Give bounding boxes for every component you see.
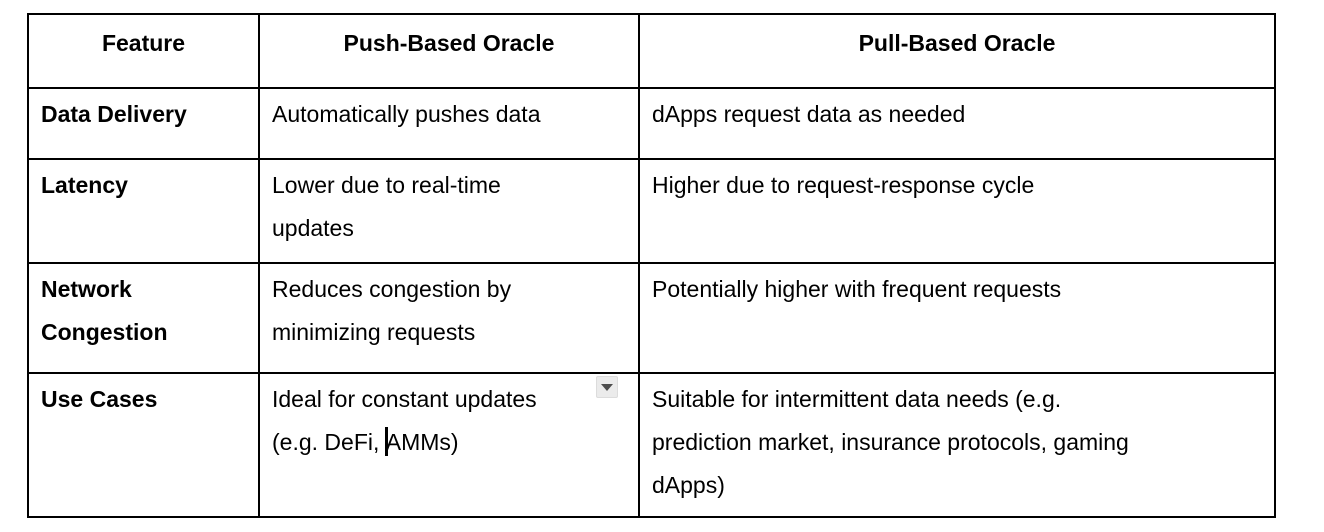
cell-feature-use-cases[interactable]: Use Cases [27,372,260,518]
cell-feature-data-delivery[interactable]: Data Delivery [27,87,260,160]
table-row-data-delivery: Data Delivery Automatically pushes data … [27,87,1276,160]
table-row-use-cases: Use Cases Ideal for constant updates (e.… [27,372,1276,518]
use-cases-push-line1: Ideal for constant updates [272,386,537,412]
table-header-row: Feature Push-Based Oracle Pull-Based Ora… [27,13,1276,89]
cell-push-data-delivery[interactable]: Automatically pushes data [258,87,640,160]
cell-pull-latency[interactable]: Higher due to request-response cycle [638,158,1276,264]
cell-feature-latency[interactable]: Latency [27,158,260,264]
use-cases-push-line2-after-caret: AMMs) [385,429,459,455]
text-cursor-caret [384,427,388,456]
suggestion-dropdown-button[interactable] [596,376,618,398]
header-feature[interactable]: Feature [27,13,260,89]
header-push-based-oracle[interactable]: Push-Based Oracle [258,13,640,89]
use-cases-push-line2-before-caret: (e.g. DeFi, [272,429,386,455]
dropdown-arrow-icon [601,383,613,391]
cell-pull-network-congestion[interactable]: Potentially higher with frequent request… [638,262,1276,374]
comparison-table: Feature Push-Based Oracle Pull-Based Ora… [27,13,1276,518]
cell-push-use-cases[interactable]: Ideal for constant updates (e.g. DeFi, A… [258,372,640,518]
header-pull-based-oracle[interactable]: Pull-Based Oracle [638,13,1276,89]
cell-pull-data-delivery[interactable]: dApps request data as needed [638,87,1276,160]
cell-pull-use-cases[interactable]: Suitable for intermittent data needs (e.… [638,372,1276,518]
